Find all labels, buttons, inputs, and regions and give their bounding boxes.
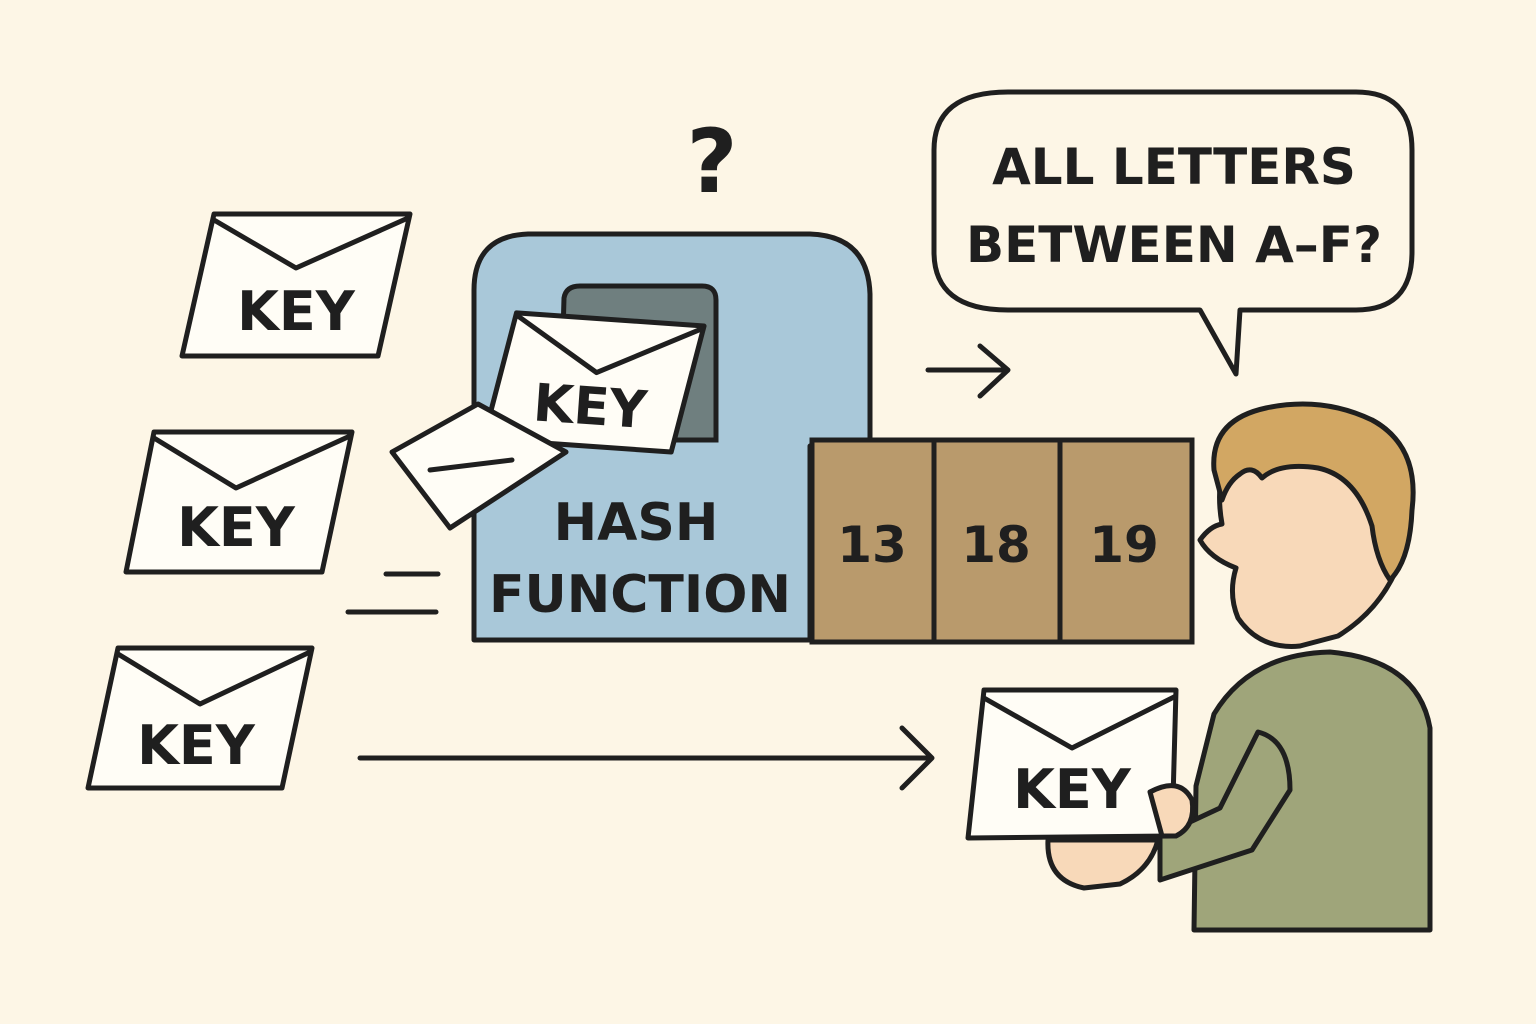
person-hair	[1211, 401, 1416, 583]
envelope-flap	[982, 693, 1178, 751]
speech-bubble-shape	[931, 89, 1415, 377]
envelope-label: KEY	[1013, 758, 1132, 821]
envelope-1: KEY	[179, 211, 413, 359]
envelope-flap	[514, 312, 705, 376]
speech-bubble: ALL LETTERS BETWEEN A–F?	[931, 89, 1415, 377]
envelope-flap	[116, 649, 312, 707]
person	[1157, 401, 1433, 933]
person-hand	[1147, 783, 1196, 839]
bucket-value: 13	[837, 516, 907, 574]
arrow-head	[899, 725, 935, 791]
envelope-in-slot: KEY	[481, 310, 707, 455]
machine-label-line-2: FUNCTION	[489, 565, 791, 625]
speech-bubble-line-2: BETWEEN A–F?	[966, 216, 1382, 274]
speed-lines-icon	[345, 571, 441, 615]
envelope-flap	[212, 215, 410, 271]
envelope-body	[85, 645, 315, 791]
tilted-envelope-line	[427, 457, 515, 473]
bucket-value: 19	[1089, 516, 1159, 574]
person-hand	[1045, 837, 1161, 891]
arrow-head	[977, 343, 1011, 399]
bucket-value: 18	[961, 516, 1031, 574]
hash-buckets: 13 18 19	[809, 437, 1195, 645]
envelope-label: KEY	[237, 280, 356, 343]
person-shirt	[1191, 649, 1433, 933]
speech-bubble-line-1: ALL LETTERS	[992, 138, 1356, 196]
envelope-body	[481, 310, 707, 455]
envelope-label: KEY	[177, 496, 296, 559]
envelope-2: KEY	[123, 429, 355, 575]
envelope-label: KEY	[531, 373, 650, 441]
question-mark-icon: ?	[686, 110, 737, 213]
hash-machine: KEY HASH FUNCTION	[389, 231, 873, 643]
person-arm	[1157, 729, 1293, 883]
machine-label-line-1: HASH	[554, 493, 719, 553]
tilted-envelope	[389, 401, 569, 531]
held-envelope: KEY	[965, 687, 1179, 841]
envelope-flap	[152, 433, 352, 491]
envelope-body	[123, 429, 355, 575]
bucket-strip	[809, 437, 1195, 645]
arrow-right-icon	[357, 725, 935, 791]
envelope-label: KEY	[137, 714, 256, 777]
envelope-body	[179, 211, 413, 359]
envelope-3: KEY	[85, 645, 315, 791]
arrow-right-icon	[925, 343, 1011, 399]
person-hands	[1045, 783, 1196, 891]
